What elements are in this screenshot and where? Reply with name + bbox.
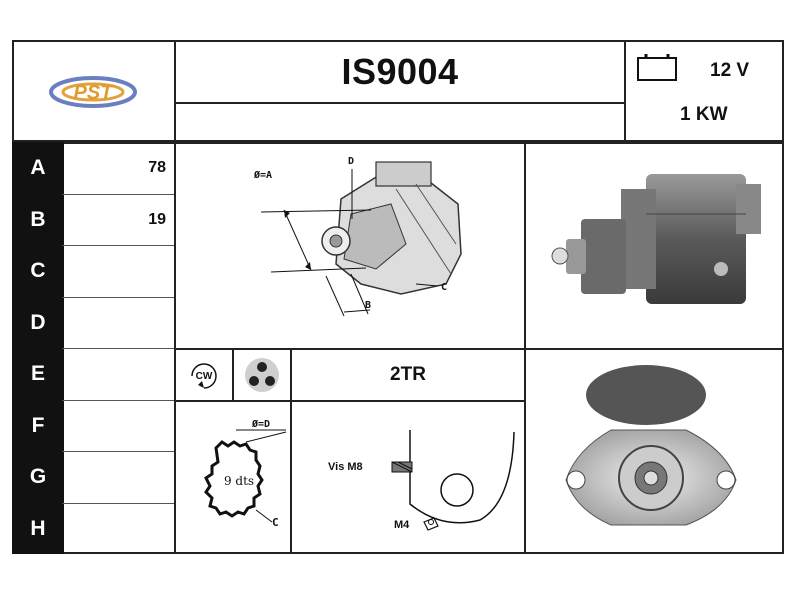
dim-b-label: B <box>365 300 371 311</box>
row-label-e: E <box>12 348 64 400</box>
row-label-a: A <box>12 142 64 194</box>
row-label-d: D <box>12 297 64 348</box>
row-value-b: 19 <box>148 210 166 228</box>
battery-icon <box>637 54 677 81</box>
power-value: 1 KW <box>680 104 728 125</box>
row-label-h: H <box>12 503 64 554</box>
m4-label: M4 <box>394 519 410 531</box>
part-number-title: IS9004 <box>174 40 626 104</box>
spec-cell <box>624 40 784 142</box>
row-value-a: 78 <box>148 159 166 176</box>
mounting-flange-diagram: Vis M8 M4 <box>328 430 515 531</box>
starter-front-photo-cell <box>524 348 784 554</box>
row-label-b: B <box>12 194 64 245</box>
row-label-c: C <box>12 245 64 297</box>
dim-c-label: C <box>441 282 447 293</box>
pinion-gear-diagram: Ø=D 9 dts C <box>204 418 287 529</box>
row-label-g: G <box>12 451 64 503</box>
pst-logo: PST <box>49 76 137 108</box>
pinion-diameter-label: Ø=D <box>251 418 270 430</box>
title-subrow <box>174 102 626 142</box>
engine-code: 2TR <box>290 348 526 402</box>
pinion-teeth-count: 9 dts <box>224 474 254 488</box>
starter-dimension-diagram: Ø=A D B C <box>253 156 462 317</box>
clockwise-rotation-icon: CW <box>191 363 217 389</box>
dim-d-label: D <box>348 156 354 167</box>
pinion-c-label: C <box>272 516 279 529</box>
starter-side-photo <box>551 174 761 304</box>
rotation-label: CW <box>196 371 213 382</box>
screw-label: Vis M8 <box>328 461 363 473</box>
dim-a-label: Ø=A <box>253 169 272 181</box>
starter-front-photo <box>565 365 737 526</box>
row-dividers <box>62 142 176 554</box>
logo-text: PST <box>74 82 115 104</box>
three-pin-connector-icon <box>245 358 279 392</box>
row-label-f: F <box>12 400 64 451</box>
voltage-value: 12 V <box>710 60 750 81</box>
